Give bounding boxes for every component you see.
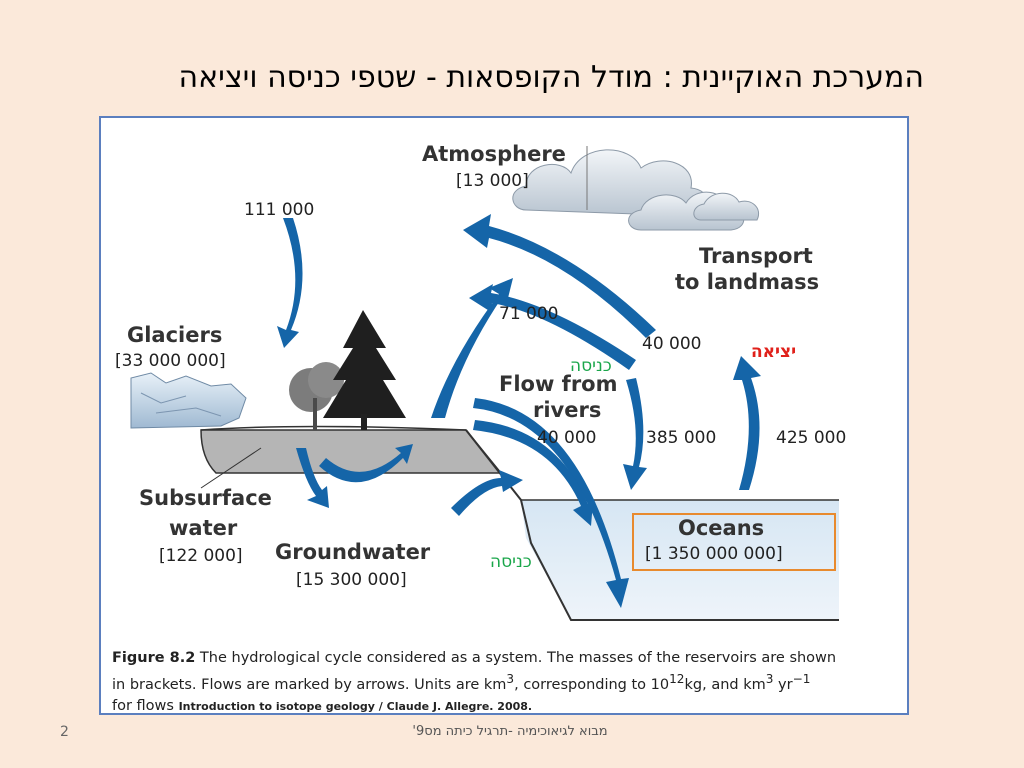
caption-line2c: kg, and km <box>684 676 766 693</box>
cloud-icon <box>512 146 759 231</box>
flow-precip-land: 111 000 <box>244 200 315 220</box>
glacier-icon <box>130 372 247 429</box>
groundwater-label: Groundwater <box>275 540 431 564</box>
flow-evap-land: 71 000 <box>499 304 559 324</box>
oceans-label: Oceans <box>678 516 765 540</box>
oceans-box <box>632 513 836 571</box>
subsurface-mass: [122 000] <box>159 546 243 566</box>
flow-precip-ocean: 385 000 <box>646 428 717 448</box>
transport-label-line1: Transport <box>699 244 813 268</box>
hydrological-cycle-figure: Atmosphere [13 000] Glaciers [33 000 000… <box>99 116 909 715</box>
caption-line2d: yr <box>773 676 793 693</box>
atmosphere-label: Atmosphere <box>422 142 566 166</box>
inflow-annotation-bottom: כניסה <box>490 552 532 572</box>
rivers-label-line2: rivers <box>533 398 602 422</box>
subsurface-label-line1: Subsurface <box>139 486 272 510</box>
flow-arrows <box>277 214 761 608</box>
caption-line2a: in brackets. Flows are marked by arrows.… <box>112 676 507 693</box>
land-block <box>200 429 503 474</box>
caption-sup-3b: 3 <box>765 672 774 686</box>
caption-line2b: , corresponding to 10 <box>514 676 670 693</box>
slide-footer: מבוא לגיאוכימיה -תרגיל כיתה מס9' <box>412 724 608 739</box>
groundwater-mass: [15 300 000] <box>296 570 407 590</box>
tree-icon <box>289 310 406 430</box>
inflow-annotation-top: כניסה <box>570 356 612 376</box>
subsurface-label-line2: water <box>169 516 238 540</box>
page-number: 2 <box>60 724 69 740</box>
flow-transport: 40 000 <box>642 334 702 354</box>
flow-rivers: 40 000 <box>537 428 597 448</box>
diagram-art <box>130 146 839 621</box>
flow-evap-ocean: 425 000 <box>776 428 847 448</box>
figure-caption: Figure 8.2 The hydrological cycle consid… <box>112 648 902 714</box>
glaciers-mass: [33 000 000] <box>115 351 226 371</box>
caption-sup-12: 12 <box>669 672 685 686</box>
atmosphere-mass: [13 000] <box>456 171 529 191</box>
caption-line3: for flows <box>112 697 174 714</box>
oceans-mass: [1 350 000 000] <box>645 544 783 564</box>
caption-line1: The hydrological cycle considered as a s… <box>199 650 837 666</box>
glaciers-label: Glaciers <box>127 323 223 347</box>
rivers-label-line1: Flow from <box>499 372 618 396</box>
caption-credit: Introduction to isotope geology / Claude… <box>178 699 533 713</box>
transport-label-line2: to landmass <box>675 270 820 294</box>
caption-figure-number: Figure 8.2 <box>112 650 196 666</box>
caption-sup-3: 3 <box>506 672 515 686</box>
outflow-annotation: יציאה <box>751 342 797 362</box>
slide-title: המערכת האוקיינית : מודל הקופסאות - שטפי … <box>178 60 925 95</box>
caption-sup-minus1: −1 <box>792 672 811 686</box>
